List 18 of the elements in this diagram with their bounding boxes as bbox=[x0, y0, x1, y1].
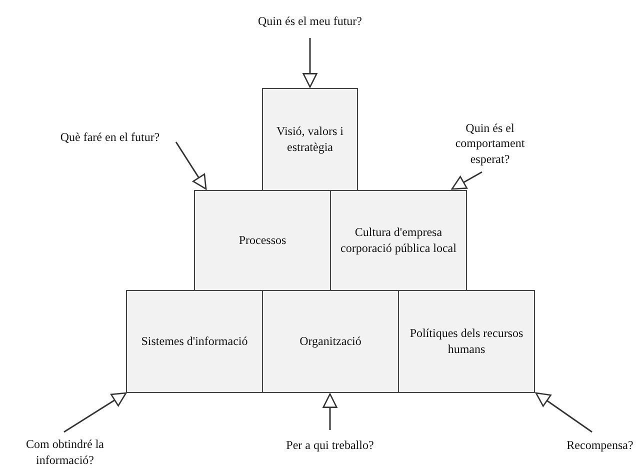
question-text: Recompensa? bbox=[560, 437, 640, 455]
pyramid-block: Visió, valors i estratègia bbox=[262, 88, 358, 191]
arrow bbox=[451, 171, 482, 190]
question-text: Quin és el comportament esperat? bbox=[440, 118, 540, 170]
question-text: Quin és el meu futur? bbox=[240, 12, 380, 32]
pyramid-block: Sistemes d'informació bbox=[126, 290, 263, 393]
pyramid-block: Polítiques dels recursos humans bbox=[398, 290, 535, 393]
question-text: Com obtindré la informació? bbox=[5, 438, 125, 468]
arrow bbox=[322, 393, 338, 430]
arrow bbox=[302, 38, 318, 88]
question-text: Per a qui treballo? bbox=[275, 437, 385, 455]
pyramid-block: Processos bbox=[194, 190, 331, 291]
pyramid-block: Cultura d'empresa corporació pública local bbox=[330, 190, 467, 291]
pyramid-block: Organització bbox=[262, 290, 399, 393]
question-text: Què faré en el futur? bbox=[40, 128, 180, 148]
arrow bbox=[535, 392, 592, 433]
arrow bbox=[175, 142, 207, 190]
arrow bbox=[64, 392, 127, 433]
